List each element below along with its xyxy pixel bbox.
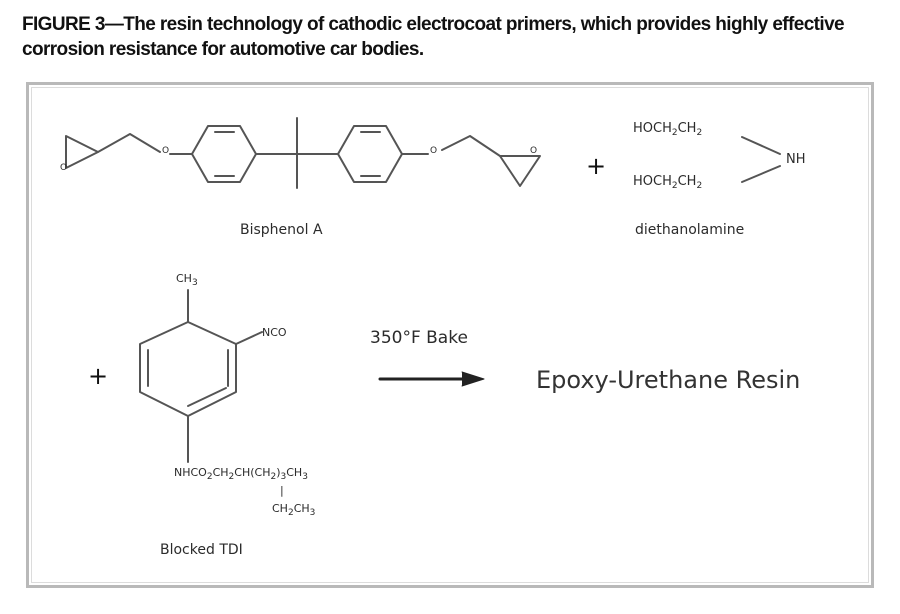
right-benzene-ring <box>337 125 403 183</box>
branch-bond: | <box>280 484 284 497</box>
nh-label: NH <box>786 152 806 167</box>
blocked-tdi-label: Blocked TDI <box>160 542 243 558</box>
left-glycidyl-chain <box>97 133 161 153</box>
bake-condition-label: 350°F Bake <box>370 328 468 348</box>
methyl-group-label: CH3 <box>176 272 198 288</box>
plus-sign-bottom: + <box>88 362 109 390</box>
diethanolamine-bonds <box>741 136 781 183</box>
left-epoxide-ring <box>65 135 99 169</box>
epoxide-oxygen-right: O <box>530 146 538 156</box>
diagram-frame <box>26 82 874 588</box>
ether-oxygen-right: O <box>430 146 438 156</box>
epoxide-oxygen-left: O <box>60 163 68 173</box>
right-epoxide-ring <box>499 155 541 187</box>
urethane-chain-label: NHCO2CH2CH(CH2)3CH3 <box>174 466 308 482</box>
product-label: Epoxy-Urethane Resin <box>536 366 801 394</box>
right-glycidyl-chain <box>441 135 501 157</box>
nco-group-label: NCO <box>262 326 287 339</box>
tdi-structure <box>139 289 263 463</box>
diagram-frame-inner <box>31 87 869 583</box>
ether-oxygen-left: O <box>162 146 170 156</box>
bisphenol-structure <box>65 117 541 189</box>
reaction-arrow <box>378 371 485 387</box>
left-benzene-ring <box>191 125 257 183</box>
hoch-top-formula: HOCH2CH2 <box>633 121 703 138</box>
plus-sign-top: + <box>586 152 607 180</box>
ethyl-branch-label: CH2CH3 <box>272 502 316 518</box>
bisphenol-a-label: Bisphenol A <box>240 222 323 238</box>
figure-caption: FIGURE 3—The resin technology of cathodi… <box>22 14 845 60</box>
tdi-benzene-ring <box>139 321 237 417</box>
hoch-bottom-formula: HOCH2CH2 <box>633 174 703 191</box>
diethanolamine-label: diethanolamine <box>635 222 745 238</box>
